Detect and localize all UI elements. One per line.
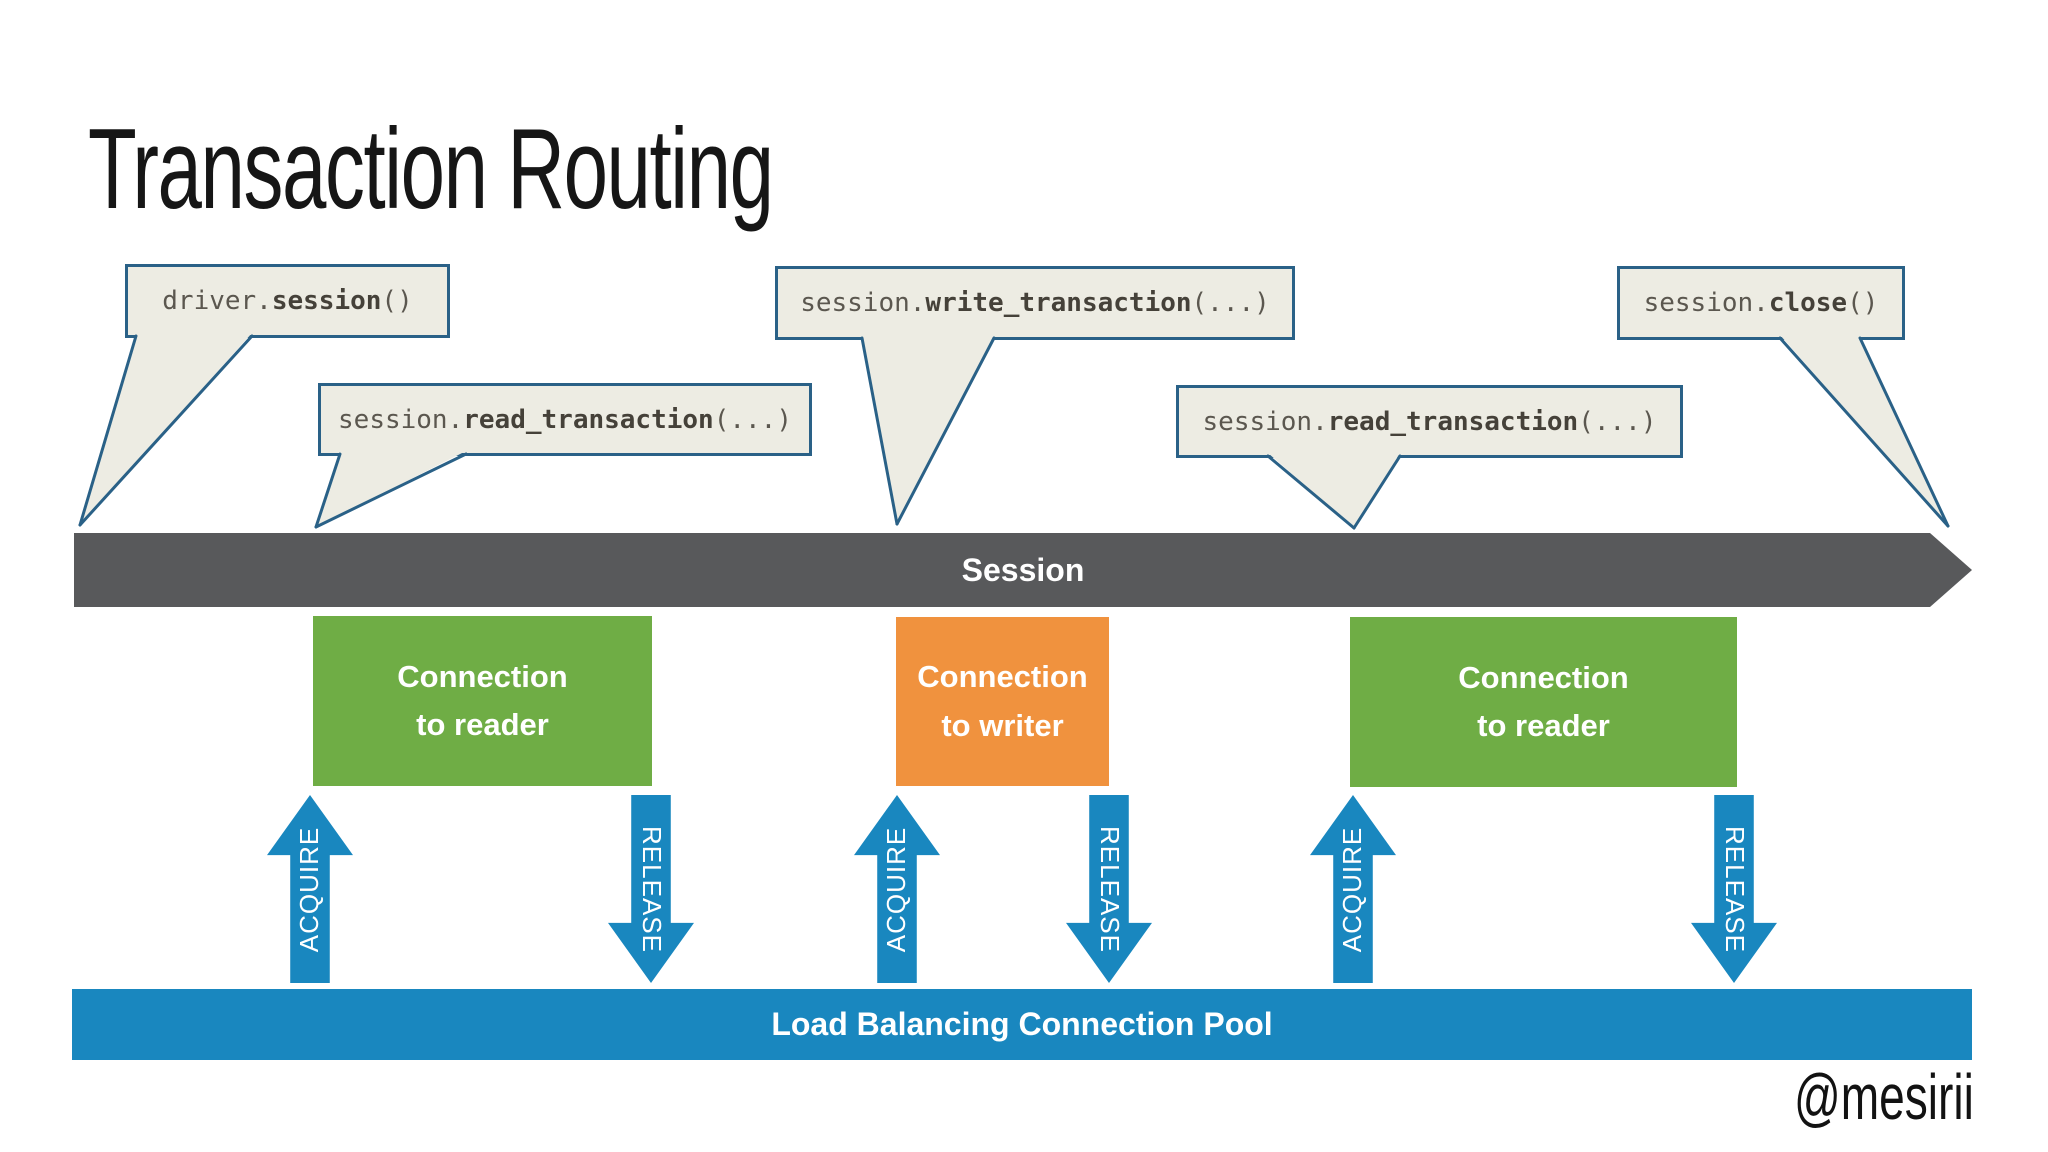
acquire-arrow-1: ACQUIRE	[267, 795, 353, 983]
code-method: read_transaction	[1327, 406, 1579, 437]
callout-read-transaction-left: session.read_transaction(...)	[318, 383, 812, 456]
author-handle: @mesirii	[1794, 1061, 1974, 1133]
code-prefix: session.	[1202, 406, 1328, 437]
callout-tail-session-close	[1778, 335, 1950, 528]
connection-pool-bar: Load Balancing Connection Pool	[72, 989, 1972, 1060]
code-prefix: session.	[338, 404, 464, 435]
connection-label-line1: Connection	[397, 658, 568, 694]
callout-driver-session: driver.session()	[125, 264, 450, 338]
connection-to-reader-box-1: Connection to reader	[313, 616, 652, 786]
callout-tail-read-transaction-right	[1266, 453, 1402, 530]
callout-tail-driver-session	[78, 333, 254, 527]
connection-label-line1: Connection	[917, 659, 1088, 695]
code-method: read_transaction	[463, 404, 714, 435]
page-title: Transaction Routing	[88, 106, 774, 233]
callout-tail-write-transaction	[860, 335, 996, 526]
callout-read-transaction-right: session.read_transaction(...)	[1176, 385, 1683, 458]
release-arrow-label: RELEASE	[1719, 825, 1750, 953]
callout-session-close: session.close()	[1617, 266, 1905, 340]
release-arrow-2: RELEASE	[1066, 795, 1152, 983]
callout-write-transaction: session.write_transaction(...)	[775, 266, 1295, 340]
release-arrow-1: RELEASE	[608, 795, 694, 983]
code-suffix: (...)	[1191, 288, 1270, 318]
code-prefix: session.	[800, 288, 926, 318]
code-suffix: ()	[381, 286, 413, 316]
code-method: close	[1768, 288, 1848, 318]
release-arrow-label: RELEASE	[1094, 825, 1125, 953]
code-method: session	[271, 286, 382, 316]
callout-tail-read-transaction-left	[314, 451, 468, 529]
acquire-arrow-2: ACQUIRE	[854, 795, 940, 983]
session-bar: Session	[74, 533, 1972, 607]
acquire-arrow-label: ACQUIRE	[294, 826, 325, 952]
acquire-arrow-label: ACQUIRE	[1337, 826, 1368, 952]
connection-pool-label: Load Balancing Connection Pool	[771, 1006, 1273, 1042]
code-suffix: (...)	[1578, 406, 1657, 437]
acquire-arrow-label: ACQUIRE	[881, 826, 912, 952]
acquire-arrow-3: ACQUIRE	[1310, 795, 1396, 983]
connection-to-reader-box-2: Connection to reader	[1350, 617, 1737, 787]
code-prefix: driver.	[162, 286, 272, 316]
connection-label-line2: to reader	[1477, 708, 1610, 743]
session-bar-label: Session	[961, 551, 1085, 588]
connection-to-writer-box: Connection to writer	[896, 617, 1109, 786]
connection-label-line1: Connection	[1458, 659, 1629, 695]
connection-label-line2: to writer	[941, 707, 1064, 743]
code-suffix: (...)	[713, 404, 792, 435]
code-suffix: ()	[1847, 288, 1879, 318]
code-prefix: session.	[1643, 288, 1769, 318]
release-arrow-label: RELEASE	[636, 825, 667, 953]
code-method: write_transaction	[925, 288, 1192, 318]
connection-label-line2: to reader	[416, 707, 549, 742]
release-arrow-3: RELEASE	[1691, 795, 1777, 983]
